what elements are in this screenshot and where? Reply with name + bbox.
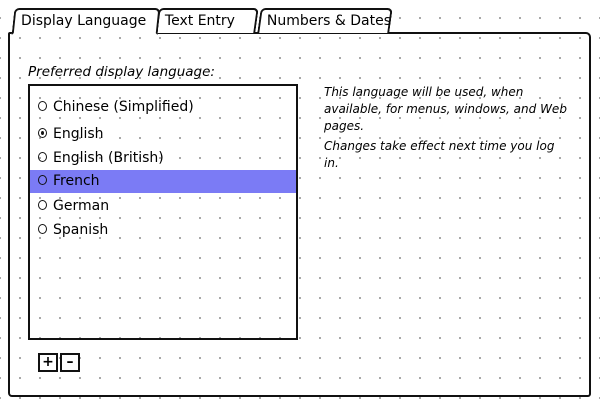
radio-icon <box>38 200 47 210</box>
option-label: English (British) <box>53 150 164 166</box>
language-option[interactable]: Chinese (Simplified) <box>30 96 296 119</box>
language-option[interactable]: English <box>30 123 296 146</box>
radio-icon <box>38 224 47 234</box>
list-label: Preferred display language: <box>28 64 215 80</box>
radio-icon <box>38 101 47 111</box>
tab-display-language[interactable]: Display Language <box>11 8 161 35</box>
option-label: English <box>53 126 104 142</box>
option-label: German <box>53 198 110 214</box>
help-text-effect: Changes take effect next time you log in… <box>324 139 555 170</box>
tab-label: Text Entry <box>164 13 235 29</box>
remove-language-button[interactable]: – <box>60 353 80 372</box>
option-label: Chinese (Simplified) <box>53 99 194 115</box>
radio-icon <box>38 175 47 185</box>
tab-numbers-dates[interactable]: Numbers & Dates <box>257 8 393 33</box>
tab-panel <box>8 32 591 397</box>
add-language-button[interactable]: + <box>38 353 58 372</box>
radio-checked-icon <box>38 128 47 138</box>
tab-label: Display Language <box>21 13 147 29</box>
language-option[interactable]: German <box>30 195 296 218</box>
tab-label: Numbers & Dates <box>266 13 392 29</box>
language-option[interactable]: English (British) <box>30 147 296 170</box>
radio-icon <box>38 152 47 162</box>
help-text-usage: This language will be used, when availab… <box>324 85 567 133</box>
language-listbox[interactable]: Chinese (Simplified) English English (Br… <box>28 84 298 340</box>
language-option[interactable]: Spanish <box>30 219 296 242</box>
option-label: Spanish <box>53 222 109 238</box>
option-label: French <box>53 173 100 189</box>
tab-text-entry[interactable]: Text Entry <box>155 8 259 33</box>
language-option-selected[interactable]: French <box>30 170 296 193</box>
